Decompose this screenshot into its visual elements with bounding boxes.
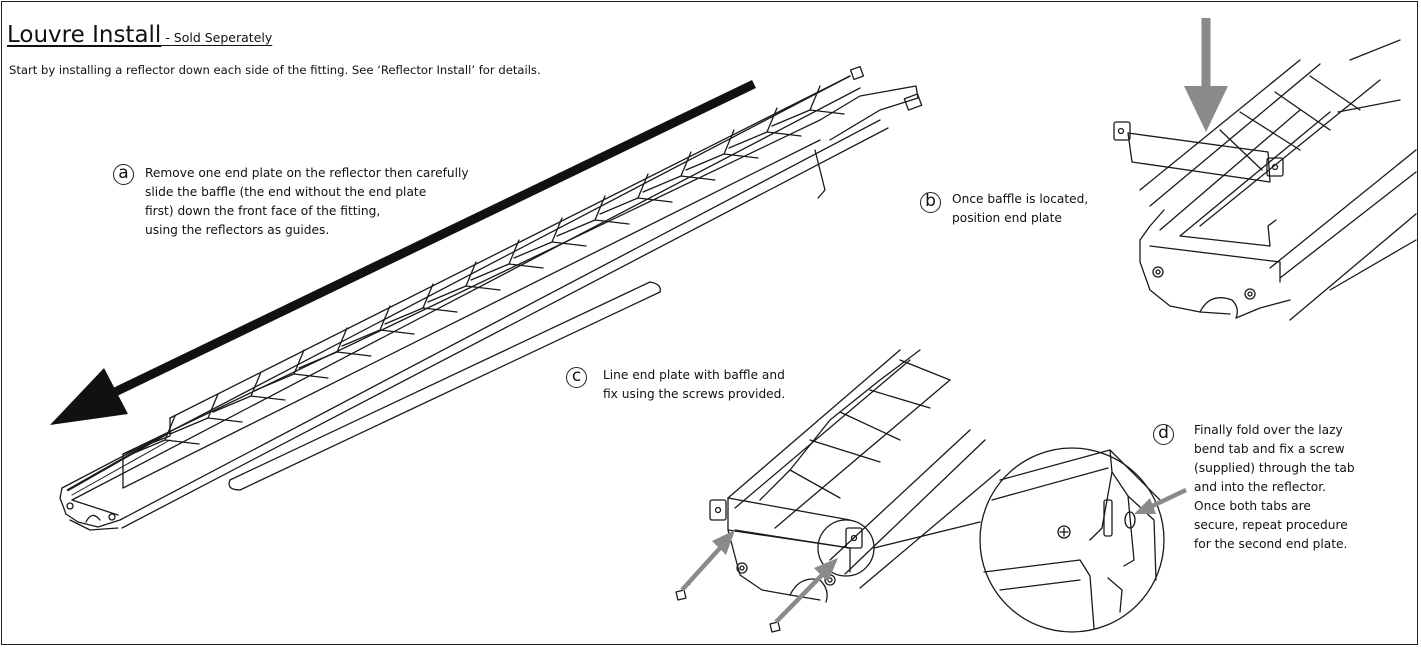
baffle-divider xyxy=(255,349,329,391)
end-plate-fix-illustration xyxy=(675,349,1001,633)
step-c-line: fix using the screws provided. xyxy=(603,387,786,401)
step-b-line: Once baffle is located, xyxy=(952,192,1089,206)
baffle-divider xyxy=(642,151,716,193)
baffle-divider xyxy=(212,371,286,413)
step-d-marker: d xyxy=(1153,424,1174,445)
step-d-line: secure, repeat procedure xyxy=(1194,518,1348,532)
step-d-line: Once both tabs are xyxy=(1194,499,1311,513)
baffle-divider xyxy=(126,415,200,457)
baffle-divider xyxy=(556,195,630,237)
detail-screw-arrow xyxy=(1134,487,1187,514)
step-b-line: position end plate xyxy=(952,211,1062,225)
baffle-divider xyxy=(771,85,845,127)
step-d-line: (supplied) through the tab xyxy=(1194,461,1355,475)
title-main: Louvre Install xyxy=(7,22,162,48)
lower-plate-arrow xyxy=(1184,18,1228,132)
baffle-divider xyxy=(470,239,544,281)
long-fitting-illustration xyxy=(59,65,923,531)
step-a-line: first) down the front face of the fittin… xyxy=(145,204,381,218)
step-c-marker: c xyxy=(566,367,587,388)
baffle-divider xyxy=(728,107,802,149)
slide-direction-arrow xyxy=(50,79,756,425)
baffle-divider xyxy=(427,261,501,303)
baffle-divider xyxy=(513,217,587,259)
screw-arrow-right xyxy=(774,558,838,624)
step-d-line: bend tab and fix a screw xyxy=(1194,442,1345,456)
intro-text: Start by installing a reflector down eac… xyxy=(9,63,541,77)
baffle-divider xyxy=(169,393,243,435)
step-a-line: slide the baffle (the end without the en… xyxy=(145,185,427,199)
step-d-line: for the second end plate. xyxy=(1194,537,1348,551)
page-title: Louvre Install - Sold Seperately xyxy=(7,22,272,48)
step-b-marker: b xyxy=(920,192,941,213)
detail-circle-illustration xyxy=(979,447,1165,633)
baffle-divider xyxy=(341,305,415,347)
step-a-line: Remove one end plate on the reflector th… xyxy=(145,166,469,180)
step-d-line: and into the reflector. xyxy=(1194,480,1327,494)
baffle-divider xyxy=(298,327,372,369)
baffle-divider xyxy=(685,129,759,171)
step-d-line: Finally fold over the lazy xyxy=(1194,423,1343,437)
step-a-line: using the reflectors as guides. xyxy=(145,223,330,237)
screw-arrow-left xyxy=(680,530,735,592)
step-c-line: Line end plate with baffle and xyxy=(603,368,785,382)
baffle-divider xyxy=(384,283,458,325)
title-sub: - Sold Seperately xyxy=(161,30,273,45)
step-a-marker: a xyxy=(113,164,134,185)
baffle-divider xyxy=(599,173,673,215)
end-plate-position-illustration xyxy=(1113,39,1417,321)
